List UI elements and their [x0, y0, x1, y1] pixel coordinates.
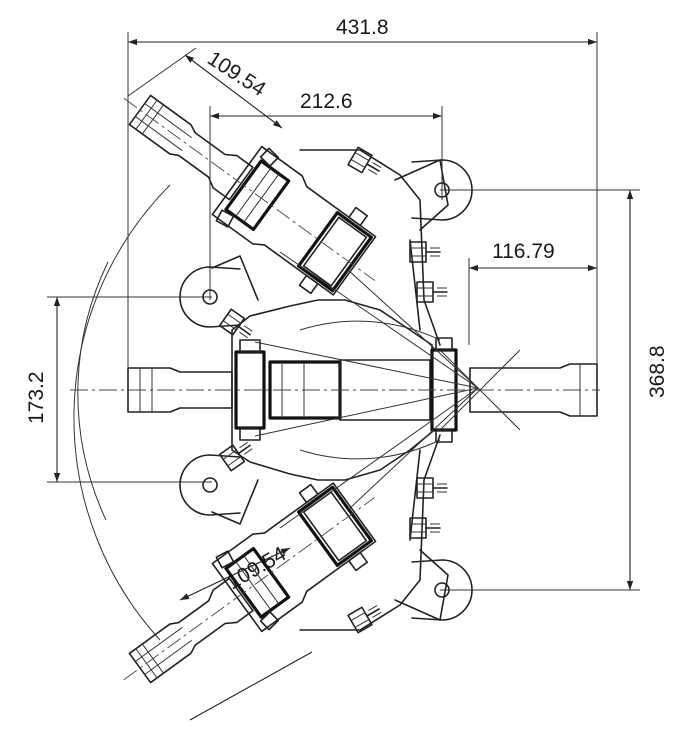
dim-right-shaft-offset: 116.79 [492, 240, 555, 263]
dimension-lines [47, 32, 640, 721]
dim-overall-width: 431.8 [336, 16, 389, 39]
main-horizontal-shaft [70, 337, 600, 443]
lower-oblique-shaft [94, 457, 405, 721]
dim-inner-height: 173.2 [25, 371, 48, 424]
housing-outline [211, 149, 449, 631]
construction-lines [254, 251, 521, 529]
dim-hub-span: 212.6 [300, 90, 353, 113]
dim-total-height: 368.8 [646, 345, 669, 398]
